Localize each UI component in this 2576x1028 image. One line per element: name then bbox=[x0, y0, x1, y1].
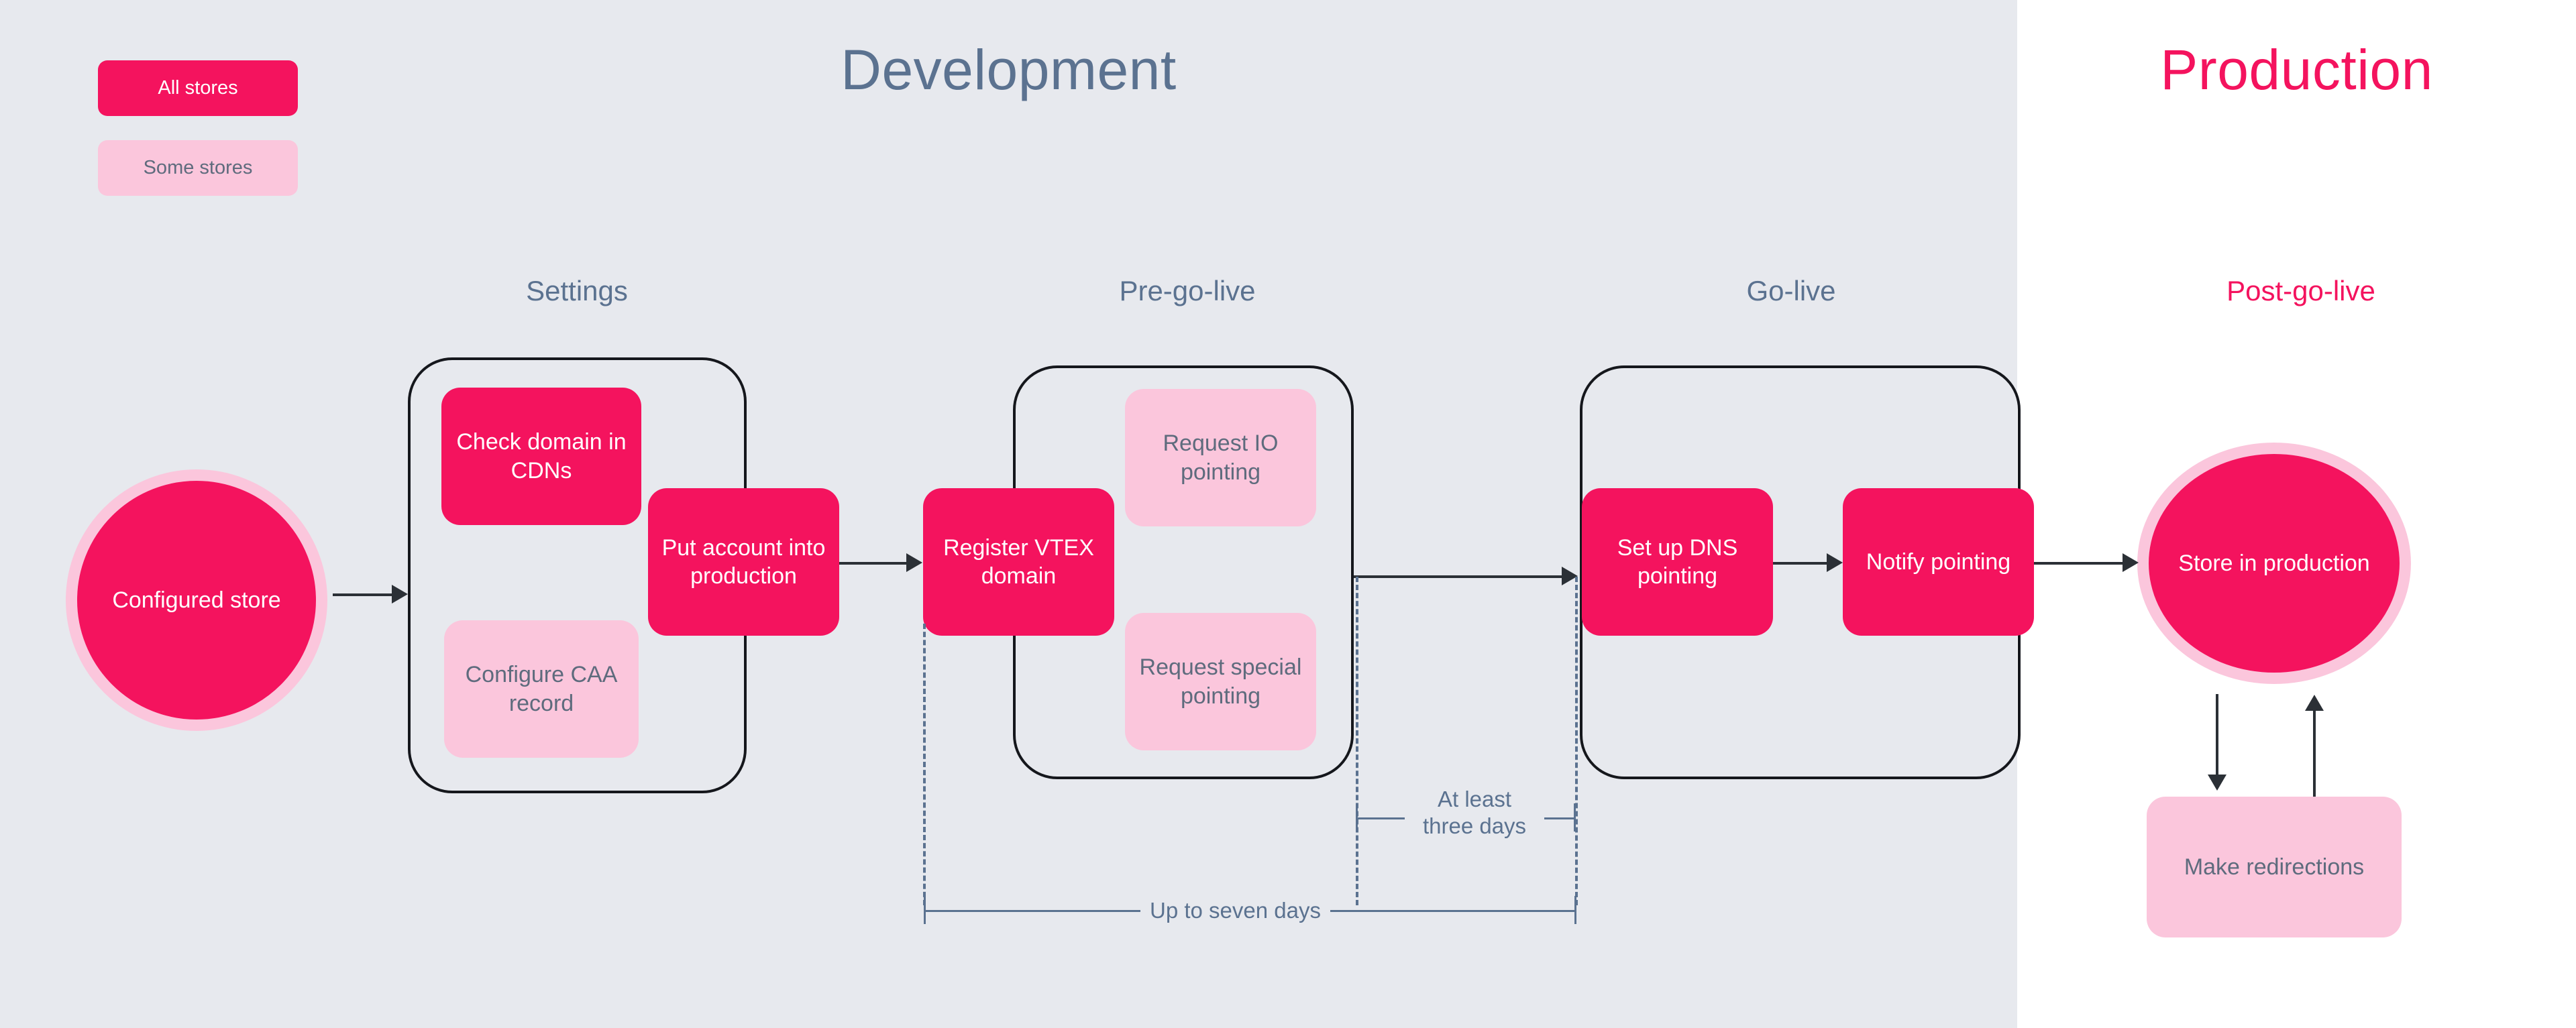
phase-label-settings: Settings bbox=[526, 275, 628, 306]
measure-label-three-days-line1: At least bbox=[1437, 787, 1512, 811]
node-request-special-pointing[interactable]: Request special pointing bbox=[1125, 613, 1316, 750]
measure-label-up-to-seven-days: Up to seven days bbox=[1140, 897, 1330, 925]
arrowhead-store-in-production-entry bbox=[2123, 553, 2139, 572]
connector-configured-store-to-settings bbox=[333, 593, 392, 596]
node-make-redirections[interactable]: Make redirections bbox=[2147, 797, 2402, 937]
node-label-notify-pointing: Notify pointing bbox=[1866, 549, 2011, 575]
connector-settings-to-pre-go-live bbox=[839, 562, 906, 565]
node-set-up-dns-pointing[interactable]: Set up DNS pointing bbox=[1582, 488, 1773, 636]
development-title: Development bbox=[841, 38, 1177, 101]
arrowhead-settings-entry bbox=[392, 585, 408, 604]
measure-cap-right-three-days bbox=[1574, 803, 1576, 832]
connector-go-live-to-production bbox=[2034, 562, 2123, 565]
node-check-domain-in-cdns[interactable]: Check domain in CDNs bbox=[441, 388, 641, 525]
measure-label-at-least-three-days: At least three days bbox=[1405, 786, 1544, 840]
guide-line-pre-go-live-end bbox=[1356, 577, 1358, 905]
node-configure-caa-record[interactable]: Configure CAA record bbox=[444, 620, 639, 758]
node-put-account-into-production[interactable]: Put account into production bbox=[648, 488, 839, 636]
phase-label-go-live: Go-live bbox=[1746, 275, 1836, 306]
phase-label-pre-go-live: Pre-go-live bbox=[1119, 275, 1256, 306]
connector-setup-dns-to-notify bbox=[1773, 562, 1827, 565]
arrowhead-notify-pointing-entry bbox=[1827, 553, 1843, 572]
node-request-io-pointing[interactable]: Request IO pointing bbox=[1125, 389, 1316, 526]
node-label-register-vtex-domain: Register VTEX domain bbox=[943, 534, 1094, 589]
arrowhead-pre-go-live-entry bbox=[906, 553, 922, 572]
node-label-request-io-pointing: Request IO pointing bbox=[1163, 431, 1279, 485]
legend-chip-some-stores[interactable]: Some stores bbox=[98, 140, 298, 196]
node-label-put-account-into-production: Put account into production bbox=[661, 534, 826, 589]
node-register-vtex-domain[interactable]: Register VTEX domain bbox=[923, 488, 1114, 636]
arrowhead-store-in-production-return bbox=[2305, 695, 2324, 711]
terminal-label-store-in-production: Store in production bbox=[2178, 550, 2370, 576]
connector-pre-go-live-to-go-live bbox=[1354, 575, 1562, 578]
connector-production-to-redirections bbox=[2216, 694, 2218, 775]
node-label-set-up-dns-pointing: Set up DNS pointing bbox=[1617, 534, 1738, 589]
legend-chip-all-stores[interactable]: All stores bbox=[98, 60, 298, 116]
node-notify-pointing[interactable]: Notify pointing bbox=[1843, 488, 2034, 636]
node-label-configure-caa-record: Configure CAA record bbox=[465, 662, 618, 716]
arrowhead-make-redirections-entry bbox=[2208, 775, 2226, 791]
guide-line-go-live-start bbox=[1575, 577, 1578, 905]
node-label-request-special-pointing: Request special pointing bbox=[1139, 654, 1302, 709]
terminal-label-configured-store: Configured store bbox=[112, 587, 281, 613]
legend-label-all-stores: All stores bbox=[158, 77, 238, 99]
connector-redirections-to-production bbox=[2313, 711, 2316, 797]
measure-cap-right-seven-days bbox=[1574, 896, 1576, 924]
node-label-make-redirections: Make redirections bbox=[2184, 854, 2365, 880]
legend-label-some-stores: Some stores bbox=[143, 157, 253, 178]
terminal-store-in-production[interactable]: Store in production bbox=[2137, 443, 2411, 684]
guide-line-pre-go-live-start bbox=[923, 624, 926, 905]
phase-label-post-go-live: Post-go-live bbox=[2226, 275, 2375, 306]
measure-label-three-days-line2: three days bbox=[1422, 813, 1527, 839]
node-label-check-domain-in-cdns: Check domain in CDNs bbox=[456, 429, 627, 483]
production-title: Production bbox=[2160, 38, 2433, 101]
terminal-configured-store[interactable]: Configured store bbox=[66, 469, 327, 731]
